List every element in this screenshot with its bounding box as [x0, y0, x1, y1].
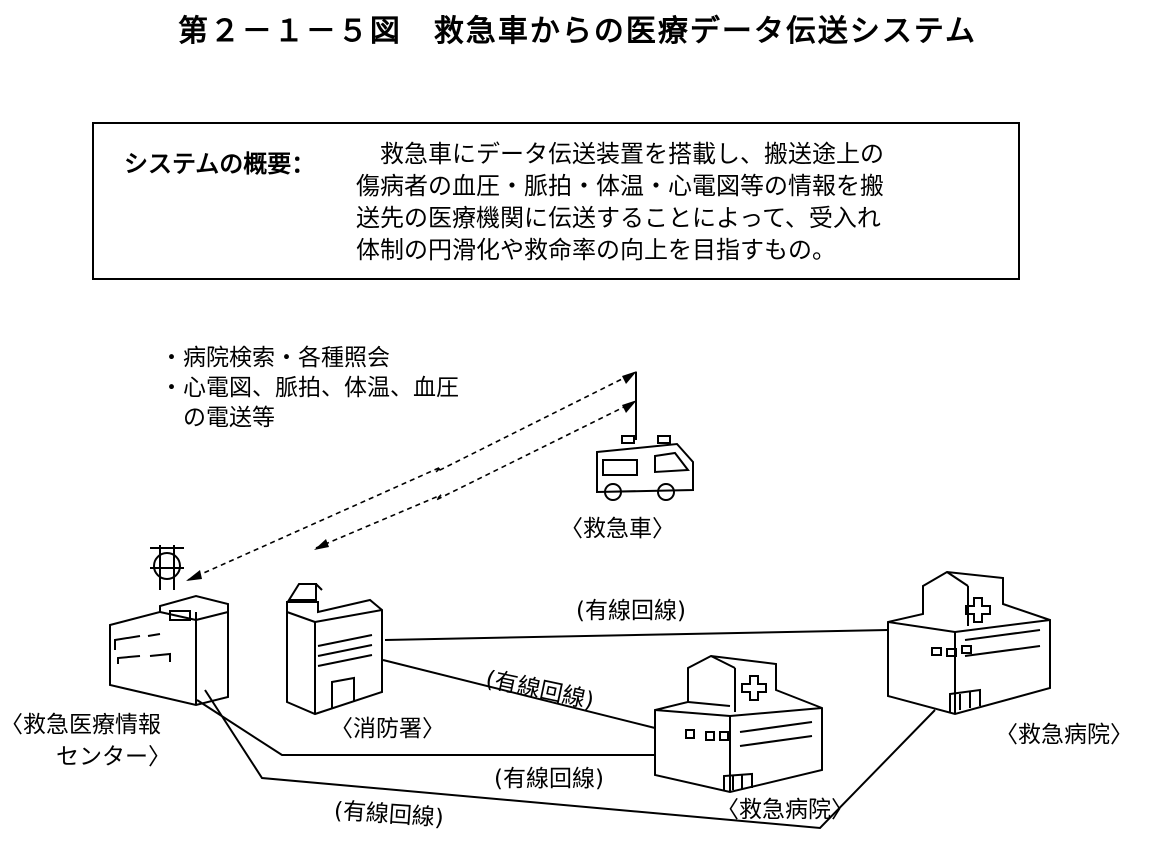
transmission-note-3: の電送等 — [160, 405, 275, 431]
link-fire-to-middle-hospital — [382, 659, 656, 729]
summary-label: システムの概要： — [124, 150, 316, 178]
radio-link-center — [187, 372, 635, 581]
right-hospital-building — [887, 570, 1051, 716]
ambulance-label: 〈救急車〉 — [560, 516, 675, 542]
fire-station-building — [286, 583, 383, 716]
system-summary-box: システムの概要： 救急車にデータ伝送装置を搭載し、搬送途上の 傷病者の血圧・脈拍… — [92, 122, 1020, 280]
center-label-line2: センター〉 — [56, 744, 171, 770]
summary-line: 体制の円滑化や救命率の向上を目指すもの。 — [356, 236, 836, 264]
link-fire-to-right-hospital — [384, 629, 889, 641]
link-label-middle: (有線回線) — [494, 766, 604, 792]
middle-hospital-label: 〈救急病院〉 — [716, 797, 854, 823]
link-center-to-right-hospital — [204, 689, 936, 830]
link-center-to-middle-hospital — [196, 699, 654, 756]
arrow-head — [186, 570, 202, 581]
arrow-head — [622, 371, 637, 384]
ambulance-icon — [596, 372, 694, 501]
right-hospital-label: 〈救急病院〉 — [995, 722, 1133, 748]
summary-line: 送先の医療機関に伝送することによって、受入れ — [356, 204, 881, 232]
center-label-line1: 〈救急医療情報 — [0, 712, 161, 738]
arrow-heads — [186, 371, 637, 581]
link-label-top: (有線回線) — [576, 598, 686, 624]
summary-text: 救急車にデータ伝送装置を搭載し、搬送途上の 傷病者の血圧・脈拍・体温・心電図等の… — [356, 138, 1006, 266]
radio-links — [187, 372, 635, 581]
middle-hospital-building — [654, 654, 823, 794]
arrow-head — [622, 400, 637, 413]
medical-info-center-building — [109, 545, 229, 707]
arrow-head — [314, 539, 329, 550]
summary-line: 救急車にデータ伝送装置を搭載し、搬送途上の — [356, 140, 884, 168]
summary-line: 傷病者の血圧・脈拍・体温・心電図等の情報を搬 — [356, 172, 884, 200]
figure-title: 第２－１－５図 救急車からの医療データ伝送システム — [177, 14, 978, 49]
radio-link-fire — [315, 401, 635, 549]
fire-station-label: 〈消防署〉 — [330, 716, 445, 742]
wired-links — [196, 629, 936, 830]
transmission-note-2: ・心電図、脈拍、体温、血圧 — [160, 375, 459, 401]
transmission-note-1: ・病院検索・各種照会 — [160, 345, 390, 371]
